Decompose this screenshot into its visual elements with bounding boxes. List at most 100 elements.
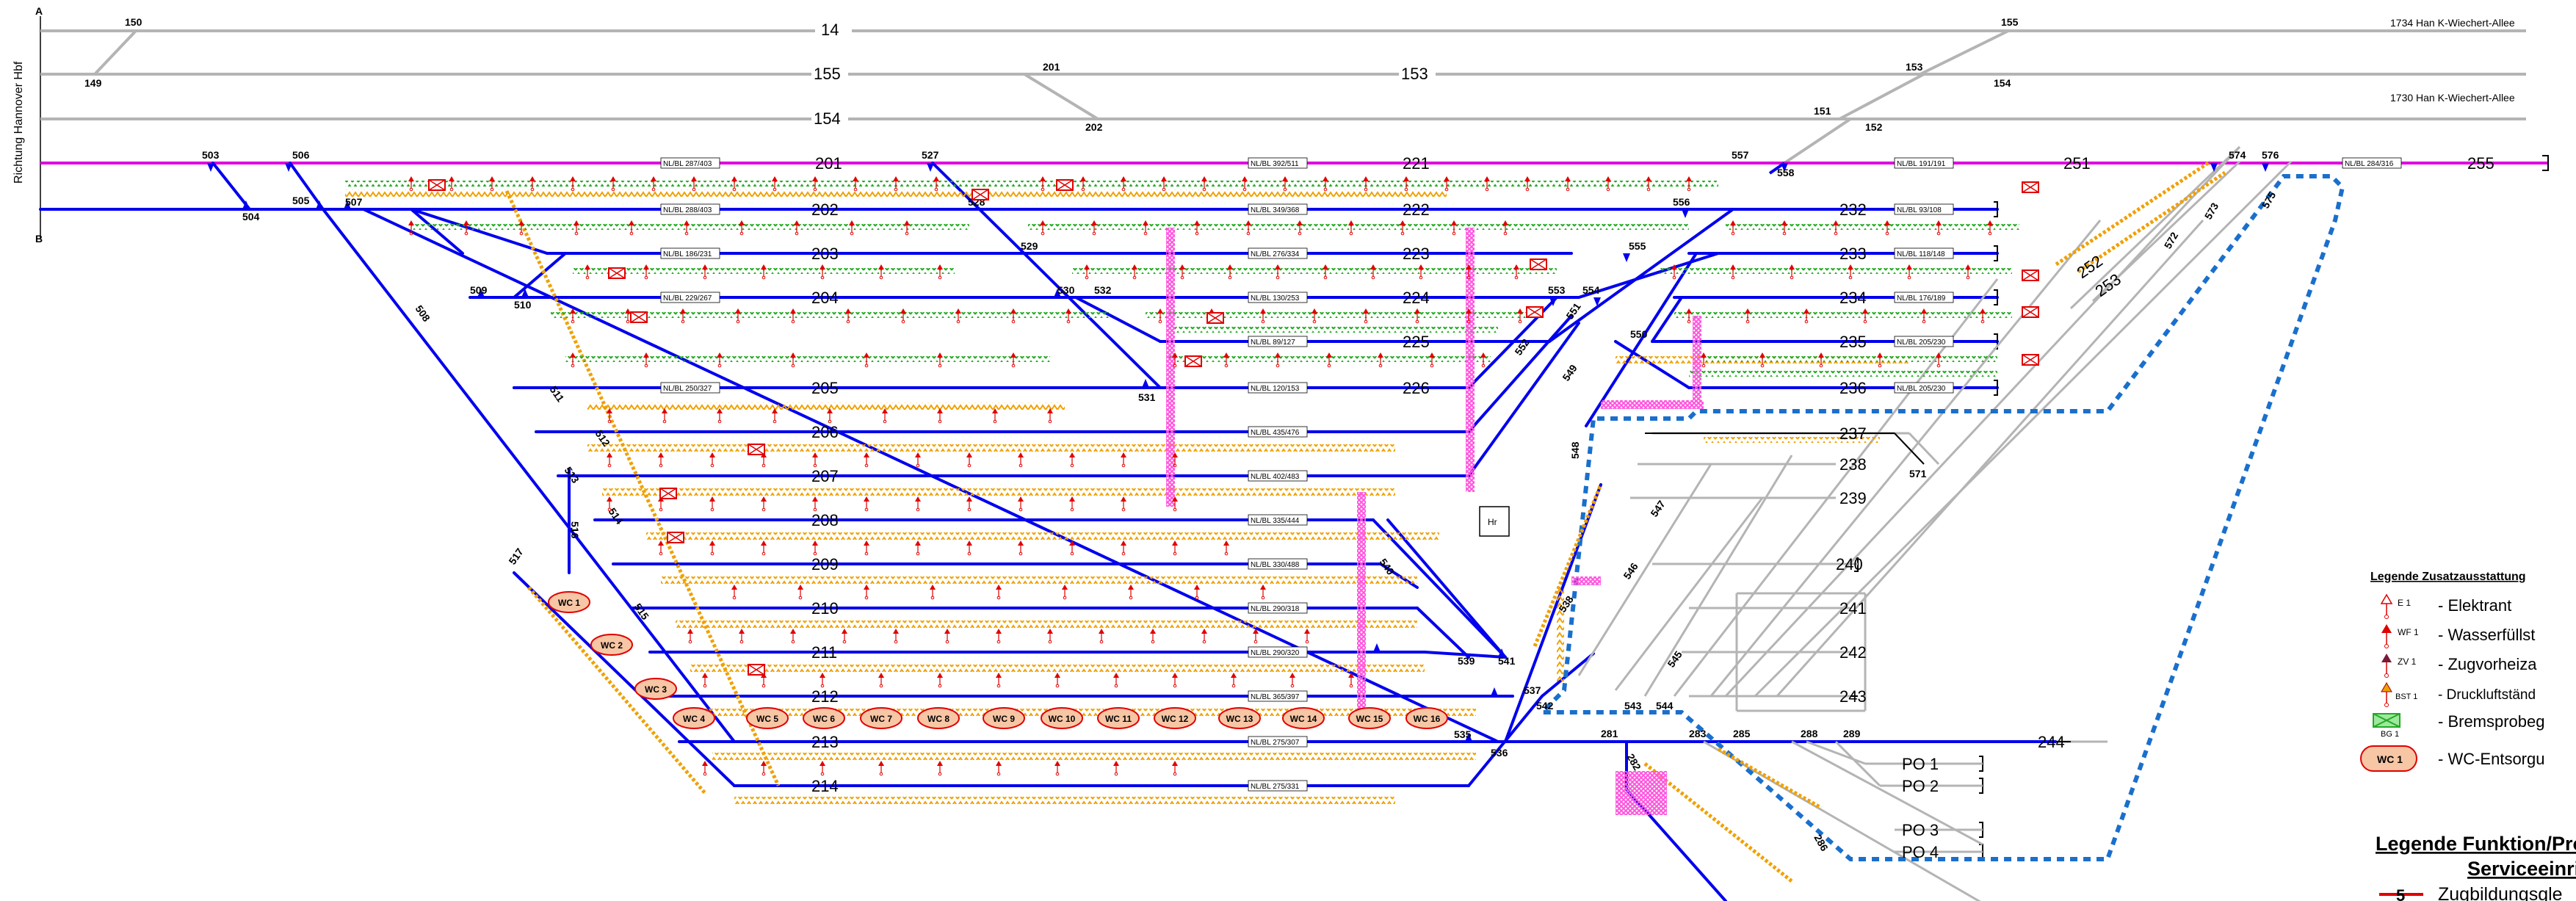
track-label: 211 — [811, 643, 837, 662]
equipment-marker — [625, 308, 631, 324]
equipment-marker — [1099, 629, 1104, 644]
end-a-label: A — [35, 5, 43, 17]
switch-label: 541 — [1498, 655, 1516, 667]
right-grey-tracks — [1577, 145, 2293, 901]
track-label: 233 — [1839, 245, 1867, 263]
equipment-marker — [1069, 452, 1075, 468]
legend-heating-icon — [2381, 654, 2392, 678]
switch-label: 542 — [1536, 700, 1554, 712]
length-box: NL/BL 275/307 — [1251, 739, 1300, 747]
equipment-marker — [658, 540, 664, 556]
wc-label: WC 14 — [1290, 714, 1317, 724]
legend-brake-test-icon — [2373, 713, 2400, 728]
wc-station: WC 4 — [673, 707, 715, 729]
equipment-marker — [1047, 408, 1053, 424]
length-box: NL/BL 290/320 — [1251, 649, 1300, 657]
equipment-marker — [709, 452, 715, 468]
equipment-marker — [1987, 220, 1993, 236]
equipment-marker — [1363, 176, 1369, 192]
equipment-marker — [1040, 220, 1046, 236]
equipment-marker — [996, 761, 1002, 776]
legend-code: E 1 — [2398, 598, 2411, 608]
equipment-marker — [651, 176, 656, 192]
equipment-marker — [463, 220, 469, 236]
switch-label: 154 — [1994, 77, 2011, 89]
equipment-marker — [1936, 220, 1942, 236]
switch-label: 529 — [1021, 240, 1038, 252]
equipment-marker — [1179, 264, 1185, 280]
legend-elektrant-icon — [2380, 593, 2393, 619]
wc-label: WC 15 — [1356, 714, 1383, 724]
equipment-marker — [955, 308, 961, 324]
legend-function-title: Legende Funktion/Pro — [2376, 833, 2576, 855]
equipment-marker — [1378, 352, 1383, 368]
track-label: 213 — [811, 733, 839, 751]
equipment-marker — [1517, 308, 1523, 324]
wc-label: WC 9 — [993, 714, 1015, 724]
equipment-marker — [1789, 264, 1795, 280]
switch-label: 557 — [1732, 149, 1749, 161]
wc-station: WC 7 — [860, 707, 902, 729]
legend-text: Zugbildungsgle — [2438, 884, 2563, 901]
track-label: 205 — [811, 379, 839, 397]
equipment-marker — [1172, 673, 1178, 688]
switch-label: 539 — [1458, 655, 1475, 667]
equipment-marker — [790, 352, 796, 368]
switch-label: 555 — [1629, 240, 1646, 252]
equipment-marker — [893, 176, 899, 192]
equipment-marker — [1686, 308, 1692, 324]
equipment-marker — [1143, 220, 1148, 236]
equipment-marker — [812, 176, 818, 192]
track-label: PO 1 — [1902, 755, 1939, 773]
equipment-marker — [1010, 352, 1016, 368]
wc-label: WC 6 — [813, 714, 835, 724]
equipment-marker — [643, 264, 649, 280]
equipment-marker — [1403, 176, 1409, 192]
equipment-marker — [882, 408, 888, 424]
equipment-marker — [1113, 673, 1119, 688]
equipment-marker — [574, 220, 579, 236]
switch-label: 527 — [922, 149, 939, 161]
equipment-marker — [1326, 352, 1332, 368]
track-label: 202 — [811, 200, 839, 219]
wc-label: WC 2 — [601, 640, 623, 651]
equipment-marker — [518, 220, 524, 236]
equipment-marker — [1282, 176, 1288, 192]
equipment-marker — [820, 761, 825, 776]
wc-label: WC 1 — [558, 598, 580, 608]
equipment-marker — [1444, 176, 1450, 192]
equipment-marker — [1848, 264, 1853, 280]
track-label: 214 — [811, 777, 839, 795]
switch-label: 516 — [569, 521, 581, 539]
equipment-marker — [1370, 264, 1376, 280]
hr-label: Hr — [1488, 517, 1497, 527]
wc-station: WC 16 — [1405, 707, 1448, 729]
equipment-marker — [761, 761, 767, 776]
switch-label: 151 — [1814, 105, 1831, 117]
equipment-marker — [1311, 308, 1317, 324]
equipment-marker — [449, 176, 455, 192]
equipment-marker — [1451, 220, 1457, 236]
equipment-markers — [408, 176, 2039, 776]
switch-label: 576 — [2262, 149, 2279, 161]
equipment-marker — [1161, 176, 1167, 192]
equipment-marker — [1054, 673, 1060, 688]
equipment-marker — [812, 540, 818, 556]
equipment-marker — [900, 308, 906, 324]
wc-label: WC 5 — [756, 714, 778, 724]
equipment-marker — [1121, 176, 1126, 192]
equipment-marker — [702, 761, 708, 776]
equipment-marker — [709, 540, 715, 556]
track-label: 236 — [1839, 379, 1867, 397]
equipment-marker — [1730, 220, 1736, 236]
wc-station: WC 13 — [1218, 707, 1261, 729]
track-labels: 201 221 251 255 202 222 232 203 223 233 … — [811, 154, 2494, 861]
equipment-marker — [607, 496, 612, 512]
equipment-marker — [662, 408, 667, 424]
switch-label: 536 — [1491, 747, 1508, 759]
equipment-marker — [1069, 496, 1075, 512]
equipment-marker — [709, 496, 715, 512]
equipment-marker — [1157, 308, 1163, 324]
equipment-marker — [610, 176, 616, 192]
switch-label: 506 — [292, 149, 310, 161]
